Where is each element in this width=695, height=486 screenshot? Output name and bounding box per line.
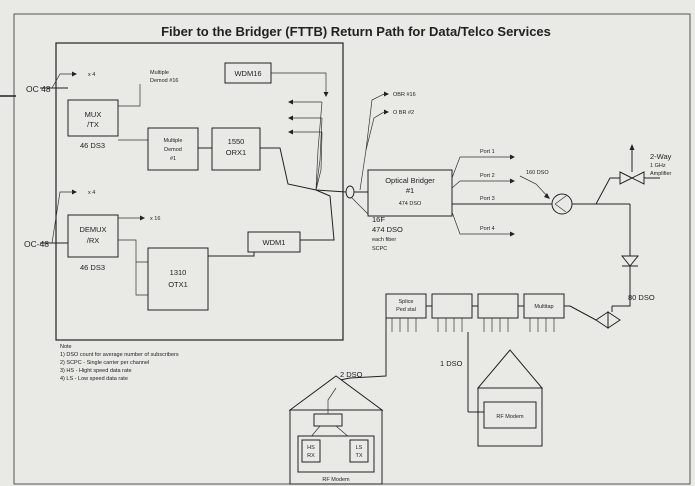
port3-label: Port 3	[480, 196, 495, 202]
rf-modem-left-label: RF Modem	[322, 477, 350, 483]
fiber-coupler	[345, 185, 355, 199]
x16-label: x 16	[150, 216, 160, 222]
port2-label: Port 2	[480, 173, 495, 179]
otx-label-2: OTX1	[168, 280, 188, 289]
amp-label-2: 1 GHz	[650, 163, 666, 169]
amp-label-3: Amplifier	[650, 171, 672, 177]
orx1-box	[211, 127, 261, 171]
tap-box-3	[477, 293, 519, 319]
mux-label-2: /TX	[87, 120, 99, 129]
note-3: 3) HS - Hight speed data rate	[60, 368, 132, 374]
upper-amplifier	[619, 171, 634, 185]
multi-demod-label-2: Demod #16	[150, 78, 178, 84]
multi-demod-label-1: Multiple	[150, 70, 169, 76]
lower-amplifier	[620, 255, 640, 267]
ds3-bottom-label: 46 DS3	[80, 263, 105, 272]
dso160-label: 160 DSO	[526, 170, 549, 176]
note-2: 2) SCPC - Single carrier per channel	[60, 360, 149, 366]
mux-tx-box	[67, 99, 119, 137]
ls-label-1: LS	[356, 445, 363, 451]
hs-label-2: RX	[307, 453, 315, 459]
amp-label-1: 2-Way	[650, 152, 672, 161]
ls-tx-box	[349, 439, 369, 463]
mux-label-1: MUX	[85, 110, 102, 119]
otx1-box	[147, 247, 209, 311]
demux-label-2: /RX	[87, 236, 100, 245]
rf-modem-right-label: RF Modem	[496, 414, 524, 420]
optical-bridger-box	[367, 169, 453, 217]
ds3-top-label: 46 DS3	[80, 141, 105, 150]
port1-label: Port 1	[480, 149, 495, 155]
demod-box-label-2: Demod	[164, 147, 182, 153]
bridger-label-3: 474 DSO	[399, 201, 422, 207]
splice-label-1: Splice	[399, 299, 414, 305]
fiber-label-2: 474 DSO	[372, 225, 403, 234]
splice-pedestal-box	[385, 293, 427, 319]
tap-drops	[391, 318, 555, 332]
tap-box-2	[431, 293, 473, 319]
splice-label-2: Ped stal	[396, 307, 416, 313]
bridger-label-2: #1	[406, 186, 414, 195]
obr16-label: OBR #16	[393, 92, 416, 98]
oc48-top-branch	[51, 73, 72, 89]
ls-label-2: TX	[355, 453, 362, 459]
hs-label-1: HS	[307, 445, 315, 451]
wdm1-label: WDM1	[263, 238, 286, 247]
demod1-box	[147, 127, 199, 171]
right-home-roof	[476, 349, 544, 389]
oc48-bottom-branch	[51, 191, 72, 244]
obr2-label: O BR #2	[393, 110, 414, 116]
fiber-label-3: each fiber	[372, 237, 396, 243]
orx-to-coupler-line	[260, 147, 317, 191]
multitap-label: Multitap	[534, 304, 553, 310]
left-home-roof	[288, 375, 384, 411]
demod-box-label-3: #1	[170, 156, 176, 162]
orx-label-2: ORX1	[226, 148, 246, 157]
otx-label-1: 1310	[170, 268, 187, 277]
demod16-line	[118, 84, 141, 107]
wdm1-box	[247, 231, 301, 253]
fiber-label-4: SCPC	[372, 246, 387, 252]
note-4: 4) LS - Low speed data rate	[60, 376, 128, 382]
left-home-splitter	[313, 413, 343, 427]
oc48-top-label: OC 48	[26, 84, 51, 94]
demux-label-1: DEMUX	[79, 225, 106, 234]
diagram-title: Fiber to the Bridger (FTTB) Return Path …	[161, 24, 551, 39]
note-1: 1) DSO count for average number of subsc…	[60, 352, 179, 358]
fiber-label-1: 16F	[372, 215, 385, 224]
oc48-bottom-label: OC-48	[24, 239, 49, 249]
dso1-label: 1 DSO	[440, 359, 463, 368]
orx-label-1: 1550	[228, 137, 245, 146]
bridger-label-1: Optical Bridger	[385, 176, 435, 185]
rf-modem-right-box	[483, 401, 537, 429]
dso2-label: 2 DSO	[340, 370, 363, 379]
notes-heading: Note	[60, 344, 72, 350]
x4-top-label: x 4	[88, 72, 95, 78]
wdm16-label: WDM16	[234, 69, 261, 78]
feeder-amplifier	[595, 311, 609, 329]
demux-rx-box	[67, 214, 119, 258]
port4-label: Port 4	[480, 226, 495, 232]
dso80-label: 80 DSO	[628, 293, 655, 302]
hs-rx-box	[301, 439, 321, 463]
demod-box-label-1: Multiple	[164, 138, 183, 144]
x4-bottom-label: x 4	[88, 190, 95, 196]
multitap-box	[523, 293, 565, 319]
